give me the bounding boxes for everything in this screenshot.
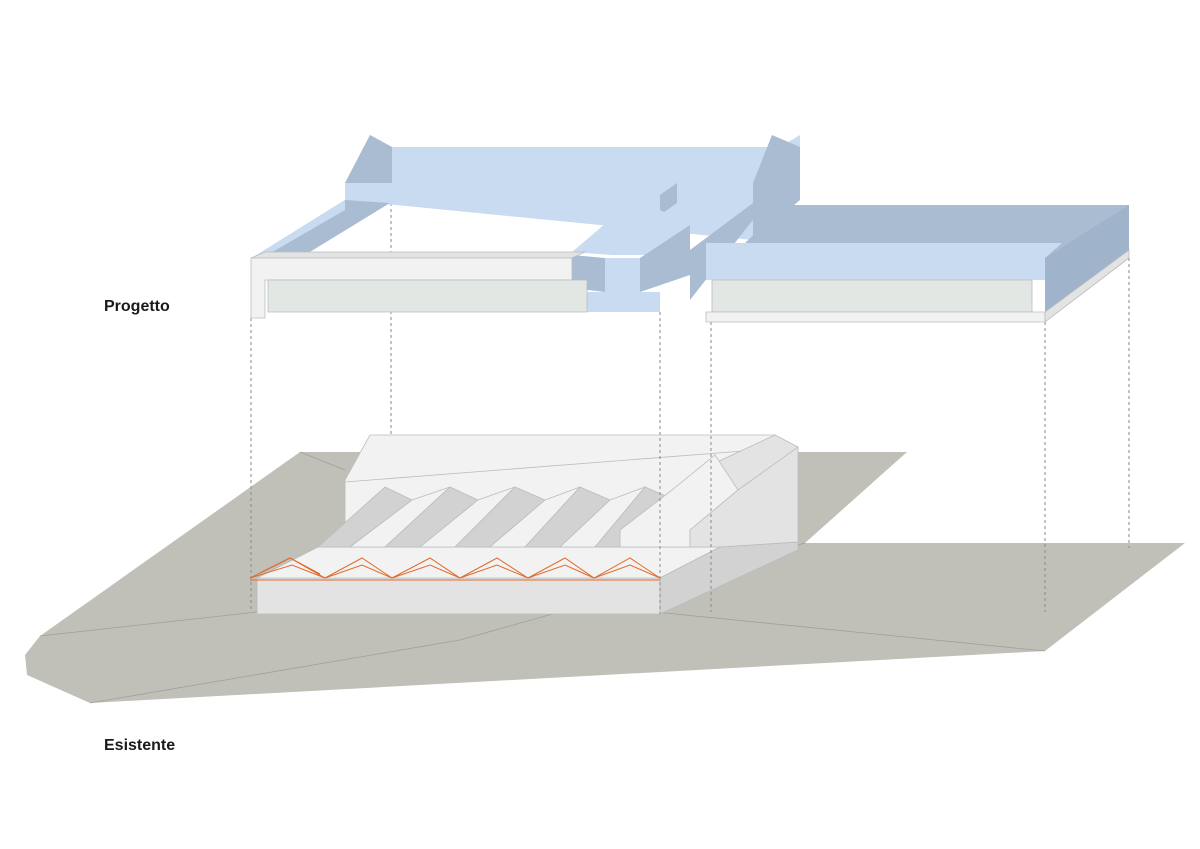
right-volume-slab <box>1044 249 1130 323</box>
existing-building <box>249 434 799 615</box>
terrain-edge <box>299 451 346 471</box>
right-volume-front-band <box>706 258 1045 280</box>
left-bar-face <box>250 257 573 319</box>
right-volume-fascia <box>706 243 1062 258</box>
right-volume-frame <box>705 311 1046 323</box>
label-project: Progetto <box>104 298 170 315</box>
sawtooth-cut <box>527 564 595 579</box>
label-existing: Esistente <box>104 737 176 754</box>
pavilion-front <box>605 258 640 292</box>
sawtooth-cut <box>261 557 321 575</box>
projection-guides <box>250 203 1130 614</box>
pavilion-right <box>640 225 690 292</box>
pavilion-base <box>587 292 660 312</box>
pavilion-roof <box>572 206 690 255</box>
sawtooth-section-cut <box>249 557 661 581</box>
existing-gable-face <box>689 446 799 548</box>
left-bar-top <box>250 251 586 259</box>
left-bar-glazing <box>267 279 588 313</box>
left-wing-underside <box>255 200 345 258</box>
sawtooth-roof <box>316 446 799 548</box>
connector-slab-side <box>660 183 677 215</box>
right-volume-side <box>1045 205 1129 320</box>
left-wing-face <box>255 200 390 258</box>
rear-bar-left-end <box>345 135 392 183</box>
sawtooth-cut <box>593 564 661 579</box>
right-volume-glazing <box>711 279 1033 313</box>
sawtooth-cut <box>249 564 326 579</box>
sawtooth-cut <box>391 564 461 579</box>
connector-slab-front <box>345 183 677 203</box>
sawtooth-cut <box>459 564 529 579</box>
existing-front-face <box>256 577 661 615</box>
rear-bar-right-end <box>753 135 800 240</box>
project-volumes <box>250 135 1130 323</box>
sawtooth-cut <box>324 564 393 579</box>
